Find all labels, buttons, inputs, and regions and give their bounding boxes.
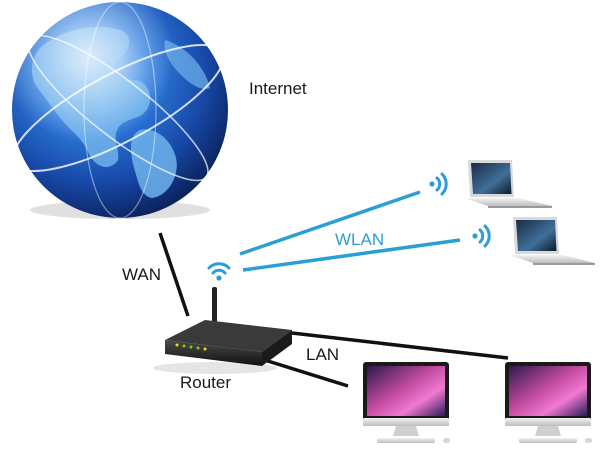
router-led	[182, 344, 186, 348]
router-label: Router	[180, 373, 232, 392]
lan-link-desktop-2	[291, 331, 509, 360]
mouse	[585, 438, 592, 443]
wifi-icon	[207, 262, 231, 281]
mouse	[443, 438, 450, 443]
wlan-link-laptop-1	[239, 190, 421, 256]
wlan-link-laptop-2	[242, 238, 461, 272]
router-icon	[153, 287, 292, 374]
wifi-icon	[472, 224, 491, 248]
router-led	[175, 343, 179, 347]
wlan-label: WLAN	[335, 230, 385, 249]
router-led	[196, 346, 200, 350]
router-antenna	[212, 287, 217, 329]
laptop-icon	[509, 217, 595, 265]
desktop-monitor-icon	[363, 362, 450, 443]
wan-link	[158, 232, 190, 317]
keyboard	[519, 438, 577, 443]
wan-label: WAN	[122, 265, 162, 284]
globe-icon	[11, 1, 228, 219]
internet-label: Internet	[249, 79, 307, 98]
keyboard	[377, 438, 435, 443]
lan-label: LAN	[306, 345, 340, 364]
links-layer	[158, 190, 509, 388]
desktop-monitor-icon	[505, 362, 592, 443]
lan-link-desktop-1	[254, 355, 349, 388]
router-led	[203, 347, 207, 351]
wifi-icon	[429, 172, 448, 196]
laptop-icon	[464, 160, 552, 208]
router-led	[189, 345, 193, 349]
